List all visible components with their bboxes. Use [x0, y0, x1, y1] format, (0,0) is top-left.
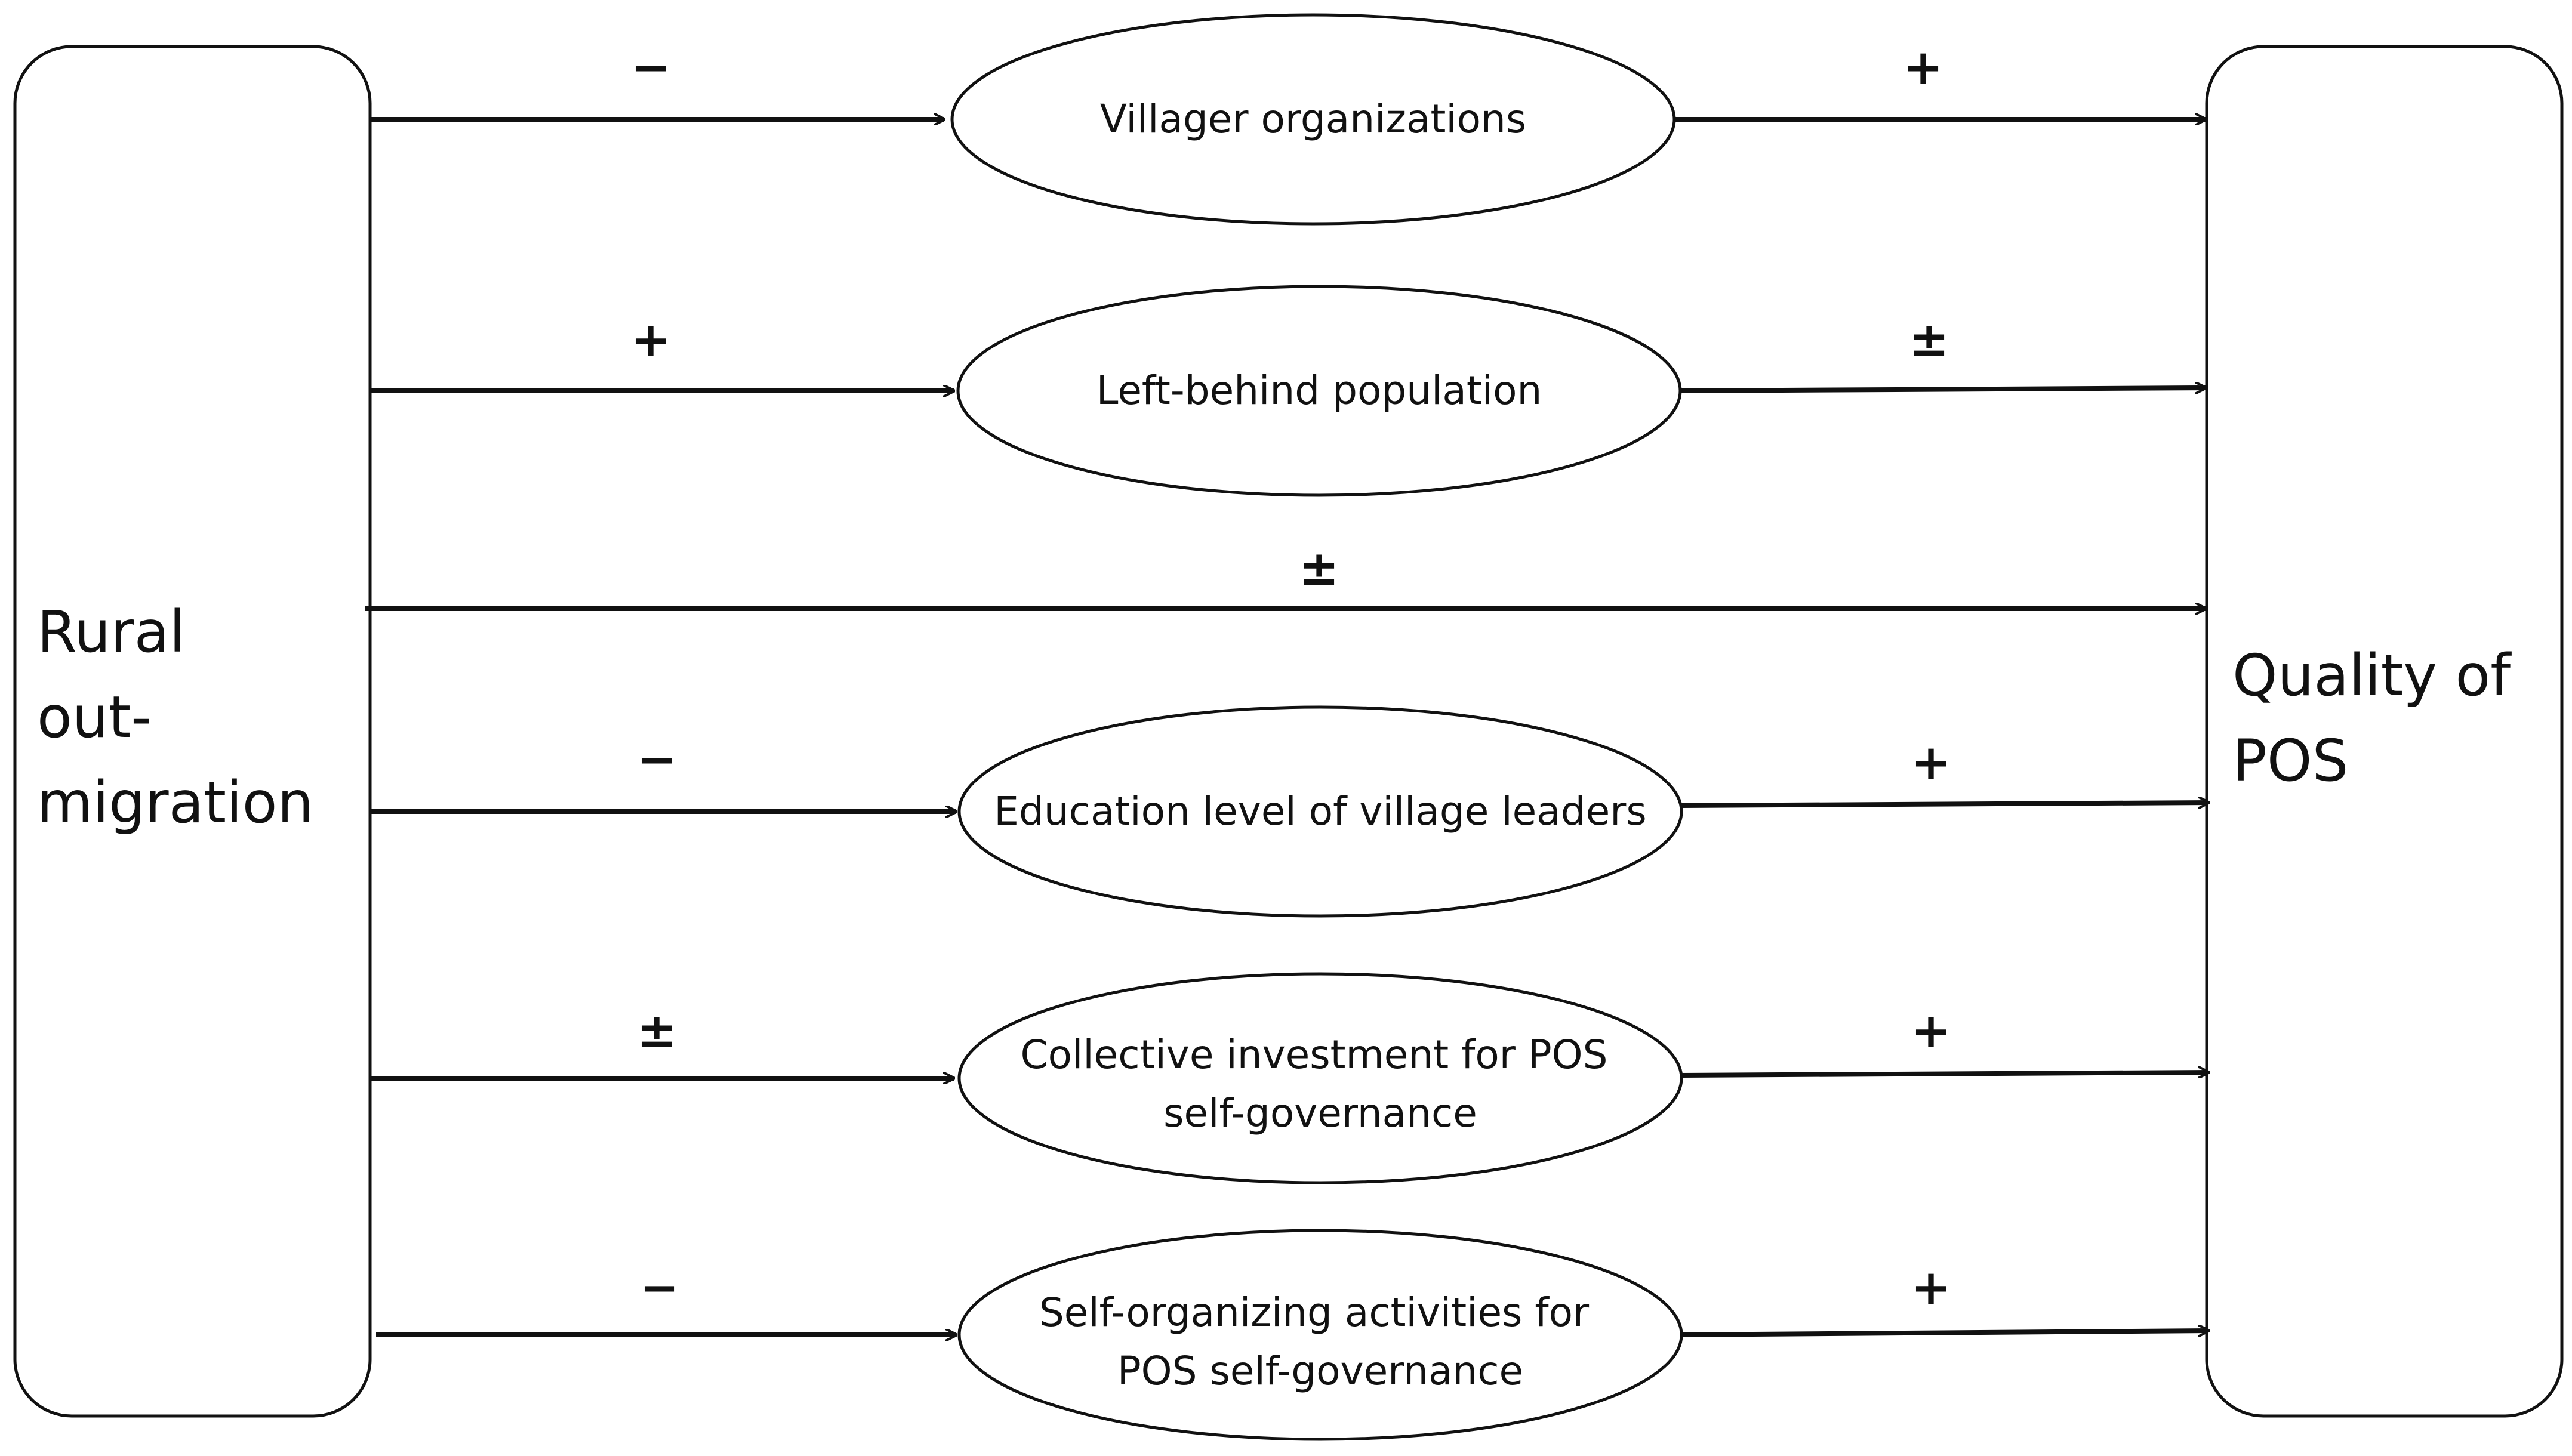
- label-left-behind-population: Left-behind population: [1096, 368, 1542, 414]
- arrow-out-left-behind-population: [1680, 388, 2206, 391]
- left-label-line-2: out-: [37, 684, 152, 751]
- direct-path: ±: [365, 541, 2206, 609]
- sign-in-collective-investment: ±: [636, 1003, 676, 1059]
- label-education-level: Education level of village leaders: [994, 788, 1646, 834]
- sign-out-collective-investment: +: [1911, 1003, 1951, 1059]
- mediator-villager-organizations: − Villager organizations +: [371, 13, 2206, 226]
- sign-in-self-organizing-activities: −: [639, 1260, 679, 1315]
- right-label-line-1: Quality of: [2232, 642, 2512, 709]
- label-collective-investment: Collective investment for POS self-gover…: [1021, 1032, 1621, 1136]
- left-label-line-3: migration: [37, 769, 313, 836]
- mediator-self-organizing-activities: − Self-organizing activities for POS sel…: [376, 1229, 2208, 1441]
- rural-out-migration-box: [13, 45, 372, 1418]
- left-label-line-1: Rural: [37, 599, 185, 665]
- label-villager-organizations: Villager organizations: [1100, 96, 1527, 142]
- rural-out-migration-label: Rural out- migration: [37, 599, 313, 836]
- quality-of-pos-box: [2205, 45, 2564, 1418]
- mediator-education-level: − Education level of village leaders +: [371, 705, 2208, 918]
- arrow-out-education-level: [1681, 803, 2208, 806]
- ellipse-education-level: [957, 705, 1683, 918]
- mediator-collective-investment: ± Collective investment for POS self-gov…: [371, 972, 2208, 1184]
- sign-out-left-behind-population: ±: [1909, 312, 1949, 368]
- mediator-left-behind-population: + Left-behind population ±: [371, 285, 2206, 497]
- sign-out-self-organizing-activities: +: [1911, 1260, 1951, 1315]
- sign-in-villager-organizations: −: [630, 39, 670, 95]
- sign-out-education-level: +: [1911, 735, 1951, 790]
- sign-out-villager-organizations: +: [1903, 39, 1943, 95]
- arrow-out-self-organizing-activities: [1681, 1331, 2208, 1337]
- sign-in-left-behind-population: +: [630, 312, 670, 368]
- label-self-organizing-activities: Self-organizing activities for POS self-…: [1039, 1290, 1601, 1394]
- sign-in-education-level: −: [636, 732, 676, 787]
- arrow-out-collective-investment: [1681, 1072, 2208, 1075]
- right-label-line-2: POS: [2232, 727, 2348, 794]
- ellipse-collective-investment: [957, 972, 1683, 1184]
- quality-of-pos-label: Quality of POS: [2232, 642, 2529, 794]
- sign-direct-path: ±: [1299, 541, 1339, 596]
